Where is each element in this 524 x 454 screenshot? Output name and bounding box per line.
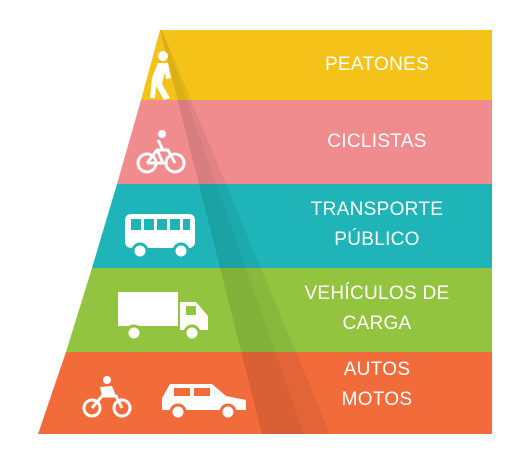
label-autos-motos-line-2: MOTOS (341, 389, 413, 410)
label-transporte-publico-line-1: TRANSPORTE (310, 199, 444, 220)
label-transporte-publico-line-2: PÚBLICO (334, 229, 420, 250)
bicycle-icon (136, 130, 186, 174)
band-peatones (160, 30, 492, 100)
truck-icon (118, 292, 208, 342)
label-vehiculos-de-carga-line-2: CARGA (342, 313, 412, 334)
diagonal-shadow (160, 30, 304, 434)
label-ciclistas: CICLISTAS (262, 127, 492, 157)
diagonal-shadow-wide (162, 30, 330, 434)
label-peatones-line-1: PEATONES (324, 54, 430, 75)
label-peatones: PEATONES (262, 50, 492, 80)
label-autos-motos-line-1: AUTOS (343, 359, 411, 380)
pyramid-tier-ciclistas (117, 100, 216, 184)
label-vehiculos-de-carga: VEHÍCULOS DE CARGA (262, 279, 492, 339)
bus-icon (125, 214, 195, 260)
label-ciclistas-line-1: CICLISTAS (327, 131, 427, 152)
label-autos-motos: AUTOS MOTOS (262, 355, 492, 415)
pedestrian-icon (150, 51, 171, 100)
label-transporte-publico: TRANSPORTE PÚBLICO (262, 195, 492, 255)
band-ciclistas (160, 100, 492, 184)
motorcycle-and-car-icon (82, 376, 246, 421)
label-vehiculos-de-carga-line-1: VEHÍCULOS DE (304, 283, 450, 304)
